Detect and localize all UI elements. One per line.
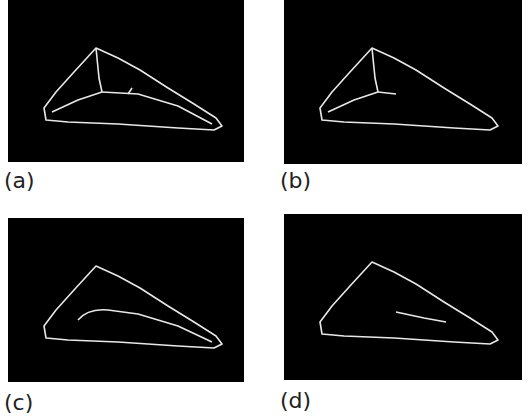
edge-image-a <box>8 0 244 162</box>
panel-label: (d) <box>280 390 311 412</box>
edge-image-b <box>284 0 522 164</box>
panel-label: (b) <box>280 170 311 192</box>
panel-label: (a) <box>4 170 35 192</box>
edge-image-c <box>8 218 244 382</box>
panel-label: (c) <box>4 392 33 414</box>
edge-image-d <box>284 214 522 380</box>
